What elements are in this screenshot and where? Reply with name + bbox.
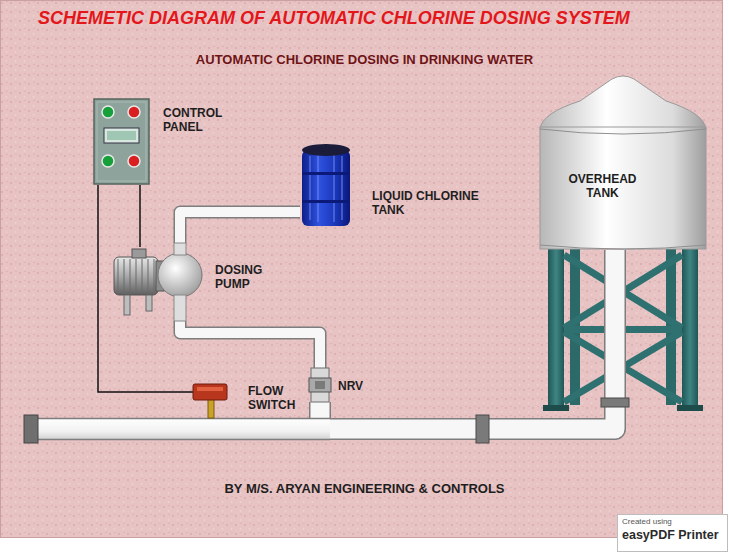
drawing-part [128, 106, 140, 118]
text-slot: FLOW SWITCH [248, 384, 310, 412]
drawing-part [107, 131, 136, 140]
pipe-coupling [476, 415, 489, 443]
pipe-end-cap [24, 415, 38, 443]
text-slot: OVERHEAD TANK [555, 172, 650, 200]
pipe-outline [320, 250, 615, 429]
watermark-brand: easyPDF Printer [622, 528, 722, 542]
wire-connector [140, 185, 141, 247]
drawing-part [193, 384, 227, 400]
flow-switch-art [190, 382, 230, 418]
drawing-part [102, 155, 114, 167]
main-pipe [30, 418, 330, 440]
drawing-part [540, 76, 706, 129]
text-slot: DOSING PUMP [215, 263, 277, 291]
drawing-part [543, 405, 569, 411]
pipe-body [180, 321, 320, 368]
drawing-part [677, 405, 703, 411]
drawing-part [302, 200, 350, 203]
control-panel: CONTROL PANEL [93, 98, 150, 185]
pipe-body [320, 250, 615, 429]
control-panel-art [93, 98, 150, 185]
overhead-tank: OVERHEAD TANK [540, 73, 706, 250]
drawing-part [124, 295, 130, 315]
drawing-part [197, 387, 223, 391]
drawing-part [548, 245, 564, 410]
drawing-part [309, 378, 331, 392]
text-slot: AUTOMATIC CHLORINE DOSING IN DRINKING WA… [0, 52, 729, 67]
pipe-coupling [601, 398, 629, 407]
node-label: LIQUID CHLORINE TANK [372, 189, 494, 217]
drawing-part [540, 245, 706, 249]
drawing-part [310, 154, 342, 222]
drawing-part [302, 144, 350, 156]
drawing-part [682, 245, 698, 410]
dosing-pump: DOSING PUMP [112, 243, 210, 321]
drawing-part [174, 295, 186, 321]
drawing-part [302, 150, 350, 226]
node-label: CONTROL PANEL [163, 106, 237, 134]
overhead-tank-art [540, 73, 706, 250]
text-slot: NRV [338, 379, 378, 393]
text-slot: CONTROL PANEL [163, 106, 237, 134]
drawing-part [208, 398, 214, 418]
drawing-part [128, 155, 140, 167]
chlorine-tank-art [300, 142, 352, 228]
caption: BY M/S. ARYAN ENGINEERING & CONTROLS [0, 481, 729, 496]
text-slot: LIQUID CHLORINE TANK [372, 189, 494, 217]
pipe-body [180, 212, 300, 243]
drawing-part [102, 106, 114, 118]
pipe-connector [180, 321, 320, 368]
nrv-valve: NRV [309, 368, 331, 402]
pipe-connector [320, 250, 615, 429]
node-label: FLOW SWITCH [248, 384, 310, 412]
drawing-part [158, 253, 202, 297]
drawing-part [315, 381, 325, 389]
signal-wire [139, 185, 141, 247]
drawing-part [132, 249, 146, 258]
drawing-part [174, 243, 186, 255]
pink-ground [0, 0, 723, 538]
drawing-part [118, 259, 154, 293]
dosing-pump-art [112, 243, 210, 321]
pipe-connector [180, 212, 300, 243]
ground-border [1, 1, 723, 538]
pipe-edge [30, 418, 330, 420]
flow-switch: FLOW SWITCH [190, 382, 230, 418]
drawing-part [302, 172, 350, 175]
node-label: NRV [338, 379, 378, 393]
text-slot: easyPDF Printer [622, 528, 722, 542]
diagram-title: SCHEMETIC DIAGRAM OF AUTOMATIC CHLORINE … [38, 8, 630, 29]
text-slot: BY M/S. ARYAN ENGINEERING & CONTROLS [0, 481, 729, 496]
text-slot: Created using [622, 517, 722, 526]
drawing-part [114, 257, 158, 295]
watermark-text: Created using [622, 517, 722, 526]
chlorine-tank: LIQUID CHLORINE TANK [300, 142, 352, 228]
drawing-part [94, 99, 149, 184]
pipe-outline [180, 212, 300, 243]
nrv-valve-art [309, 368, 331, 402]
node-label: DOSING PUMP [215, 263, 277, 291]
drawing-part [104, 128, 139, 143]
drawing-part [146, 295, 152, 311]
pipe-edge [30, 439, 330, 441]
node-label: OVERHEAD TANK [555, 172, 650, 200]
drawing-part [97, 102, 146, 181]
text-slot: SCHEMETIC DIAGRAM OF AUTOMATIC CHLORINE … [38, 8, 630, 29]
drawing-part [540, 129, 706, 134]
drawing-part [540, 127, 706, 249]
pipe-outline [180, 321, 320, 368]
subtitle: AUTOMATIC CHLORINE DOSING IN DRINKING WA… [0, 52, 729, 67]
